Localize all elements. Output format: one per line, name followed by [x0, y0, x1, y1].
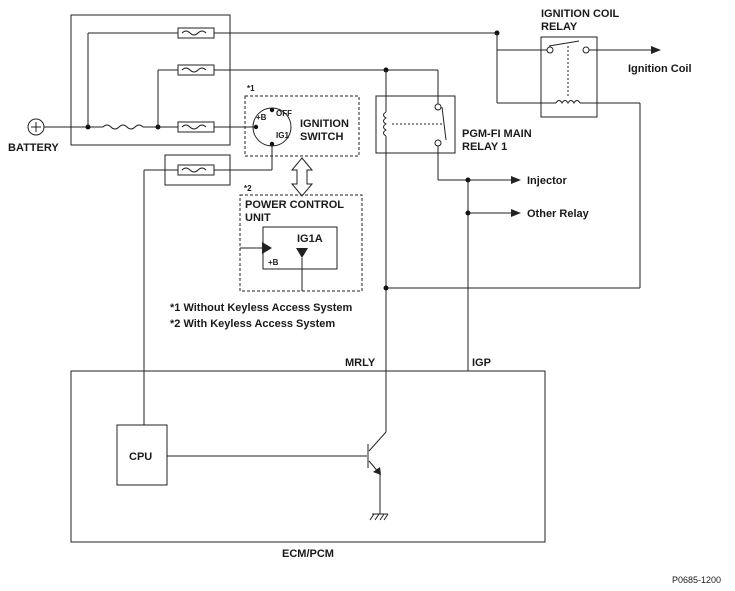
fuse-ignition-switch	[158, 121, 254, 133]
fuse-box	[70, 14, 231, 146]
transistor-symbol	[167, 431, 389, 521]
igp-terminal-label: IGP	[472, 357, 491, 369]
fuse-ignition-coil	[87, 27, 500, 127]
ecm-label: ECM/PCM	[282, 548, 334, 560]
ignition-switch-label-2: SWITCH	[300, 131, 343, 143]
main-relay-label-2: RELAY 1	[462, 141, 507, 153]
battery-feed-wire	[44, 124, 161, 130]
ignition-coil-relay-box	[540, 36, 598, 118]
ignition-switch-box	[244, 95, 360, 157]
ignition-coil-relay-label-2: RELAY	[541, 21, 578, 33]
main-relay-box	[375, 95, 456, 154]
switch-off-label: OFF	[276, 109, 292, 118]
fuse-ecm-ig1	[143, 146, 273, 425]
pcu-label-2: UNIT	[245, 212, 271, 224]
cpu-label: CPU	[129, 451, 152, 463]
ignition-switch-label-1: IGNITION	[300, 118, 349, 130]
ignition-coil-relay-internals	[496, 33, 661, 288]
power-control-unit-box	[239, 194, 363, 292]
switch-pcu-link-arrow	[290, 157, 314, 197]
mrly-terminal-label: MRLY	[345, 357, 376, 369]
main-relay-internals	[383, 70, 468, 432]
note1-mark: *1	[247, 84, 255, 93]
pcu-input-arrow	[240, 242, 272, 254]
note2-mark: *2	[244, 184, 252, 193]
pcu-label-1: POWER CONTROL	[245, 199, 344, 211]
ignition-coil-relay-label-1: IGNITION COIL	[541, 8, 620, 20]
battery-label: BATTERY	[8, 142, 59, 154]
footnote-1: *1 Without Keyless Access System	[170, 302, 353, 314]
pcu-ig1a-arrow	[296, 248, 308, 258]
main-relay-label-1: PGM-FI MAIN	[462, 128, 532, 140]
pcu-ig1a-label: IG1A	[297, 233, 323, 245]
other-relay-label: Other Relay	[527, 208, 590, 220]
ecm-box	[70, 370, 546, 543]
pcu-b-label: +B	[268, 258, 279, 267]
figure-id: P0685-1200	[672, 575, 721, 585]
cpu-box	[116, 424, 168, 486]
injector-label: Injector	[527, 175, 567, 187]
ignition-coil-label: Ignition Coil	[628, 63, 692, 75]
battery-symbol	[27, 118, 45, 136]
switch-ig1-label: IG1	[276, 131, 289, 140]
ignition-switch-symbol	[252, 107, 292, 147]
switch-b-label: +B	[256, 113, 267, 122]
footnote-2: *2 With Keyless Access System	[170, 318, 335, 330]
